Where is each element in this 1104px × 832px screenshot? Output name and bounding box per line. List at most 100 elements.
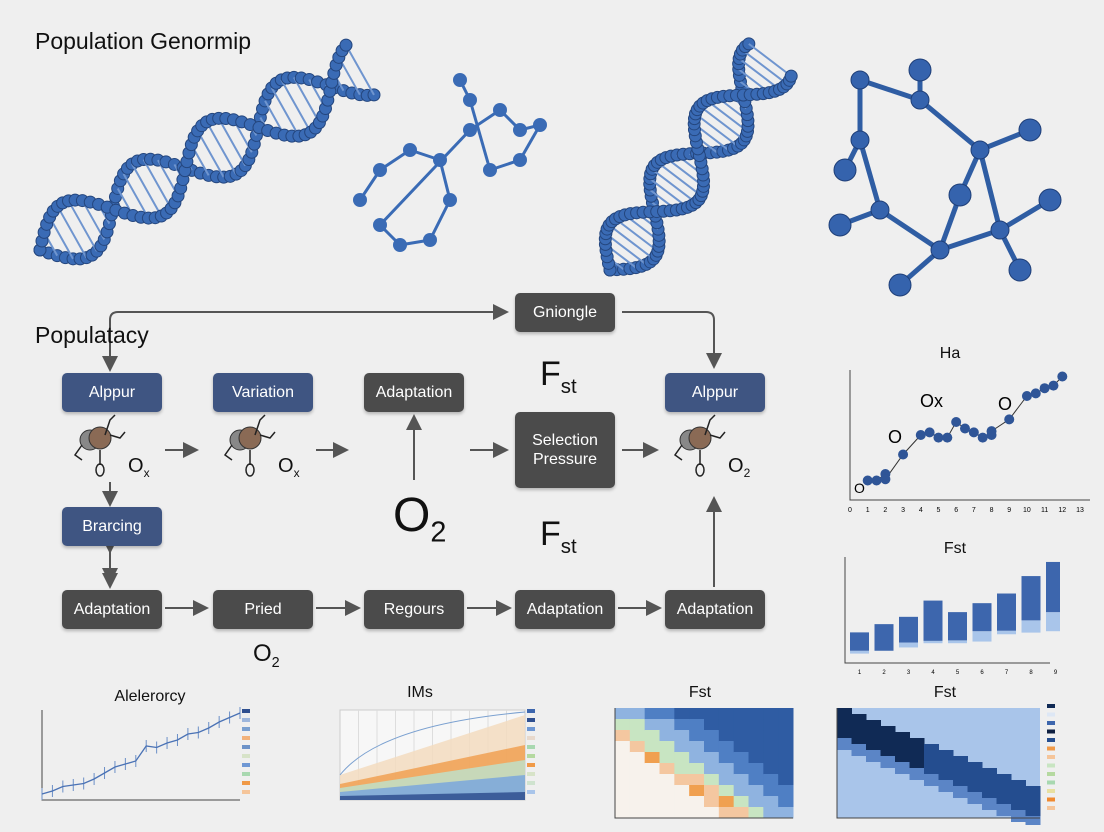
axis <box>41 710 240 801</box>
dna-rung <box>280 79 312 133</box>
heatmap-cell <box>763 796 779 808</box>
heatmap-cell <box>895 732 910 762</box>
heatmap-cell <box>748 708 764 720</box>
box-selection-pressure[interactable]: Selection Pressure <box>515 412 615 488</box>
atom <box>1018 118 1042 142</box>
data-point <box>933 432 944 443</box>
heatmap-cell <box>629 774 646 786</box>
heatmap-cell <box>748 785 764 797</box>
heatmap-cell <box>880 726 896 756</box>
heatmap-cell <box>629 796 646 808</box>
legend-swatch <box>1047 729 1055 734</box>
heatmap-cell <box>615 785 631 797</box>
heatmap-cell <box>674 807 690 819</box>
box-gniongle[interactable]: Gniongle <box>515 293 615 332</box>
heatmap-cell <box>615 730 631 742</box>
heatmap-cell <box>953 786 968 798</box>
legend-swatch <box>242 736 250 740</box>
bond <box>428 199 452 241</box>
box-alppur-right[interactable]: Alppur <box>665 373 765 412</box>
box-adaptation-top[interactable]: Adaptation <box>364 373 464 412</box>
box-brarcing[interactable]: Brarcing <box>62 507 162 546</box>
box-regours[interactable]: Regours <box>364 590 464 629</box>
heatmap-cell <box>644 752 660 764</box>
tick-label: 10 <box>1023 507 1031 514</box>
legend-swatch <box>1047 704 1055 708</box>
data-point <box>862 475 873 486</box>
dna-rung <box>56 205 88 259</box>
heatmap-cell <box>644 719 660 731</box>
molecule-icon <box>673 414 726 477</box>
data-point <box>871 475 882 486</box>
atom <box>990 220 1010 240</box>
heatmap-cell <box>644 730 660 742</box>
dna-rung <box>205 121 237 175</box>
legend-swatch <box>1047 712 1055 717</box>
legend-swatch <box>527 718 535 722</box>
heatmap-cell <box>689 785 705 797</box>
ox-symbol: Ox <box>128 455 150 480</box>
box-pried[interactable]: Pried <box>213 590 313 629</box>
heatmap-cell <box>644 796 660 808</box>
heatmap-cell <box>644 785 660 797</box>
heatmap-cell <box>763 741 779 753</box>
tick-label: 9 <box>1054 670 1058 675</box>
heatmap-cell <box>644 708 660 720</box>
atom <box>970 140 990 160</box>
heatmap-cell <box>629 741 646 753</box>
heatmap-cell <box>953 756 968 786</box>
data-point <box>960 423 970 434</box>
heatmap-cell <box>778 719 794 731</box>
heatmap-cell <box>763 774 779 786</box>
bond <box>857 139 883 211</box>
dna-bead <box>784 69 798 83</box>
heatmap-cell <box>629 719 646 731</box>
dna-rung <box>694 113 739 147</box>
heatmap-cell <box>748 752 764 764</box>
box-adaptation-5[interactable]: Adaptation <box>665 590 765 629</box>
heatmap-cell <box>689 741 705 753</box>
heatmap-cell <box>763 763 779 775</box>
heatmap-cell <box>763 807 779 819</box>
heatmap-cell <box>704 774 720 786</box>
heatmap-cell <box>748 763 764 775</box>
atom <box>828 213 852 237</box>
legend-swatch <box>1047 746 1055 751</box>
area-layer <box>340 792 525 800</box>
box-adaptation-4[interactable]: Adaptation <box>515 590 615 629</box>
heatmap-cell <box>851 714 867 744</box>
box-variation[interactable]: Variation <box>213 373 313 412</box>
heatmap-cell <box>866 720 881 750</box>
heatmap-cell <box>644 741 660 753</box>
heatmap-cell <box>689 708 705 720</box>
heatmap-cell <box>1025 786 1041 816</box>
heatmap-cell <box>704 741 720 753</box>
fst-heatmap-2 <box>836 704 1055 825</box>
fst-heatmap <box>614 708 794 819</box>
arrow <box>109 304 509 370</box>
bond <box>73 414 126 465</box>
heatmap-cell <box>763 730 779 742</box>
dna-rung <box>142 159 172 209</box>
data-point <box>1021 391 1032 401</box>
box-alppur-left[interactable]: Alppur <box>62 373 162 412</box>
bond <box>939 227 1001 253</box>
heatmap-cell <box>615 741 631 753</box>
tick-label: 5 <box>937 507 941 514</box>
atom <box>463 93 477 107</box>
atom <box>513 153 527 167</box>
heatmap-cell <box>778 796 794 808</box>
chart-title: Fst <box>688 684 712 701</box>
dna-rung <box>131 163 163 217</box>
atom <box>393 238 407 252</box>
heatmap-cell <box>644 763 660 775</box>
tick-label: 2 <box>883 507 887 514</box>
atom <box>695 463 705 477</box>
heatmap-cell <box>778 708 794 720</box>
bar <box>850 632 869 651</box>
legend-swatch <box>242 727 250 731</box>
box-adaptation-1[interactable]: Adaptation <box>62 590 162 629</box>
heatmap-cell <box>689 719 705 731</box>
heatmap-cell <box>718 708 735 720</box>
bond <box>977 149 1003 231</box>
